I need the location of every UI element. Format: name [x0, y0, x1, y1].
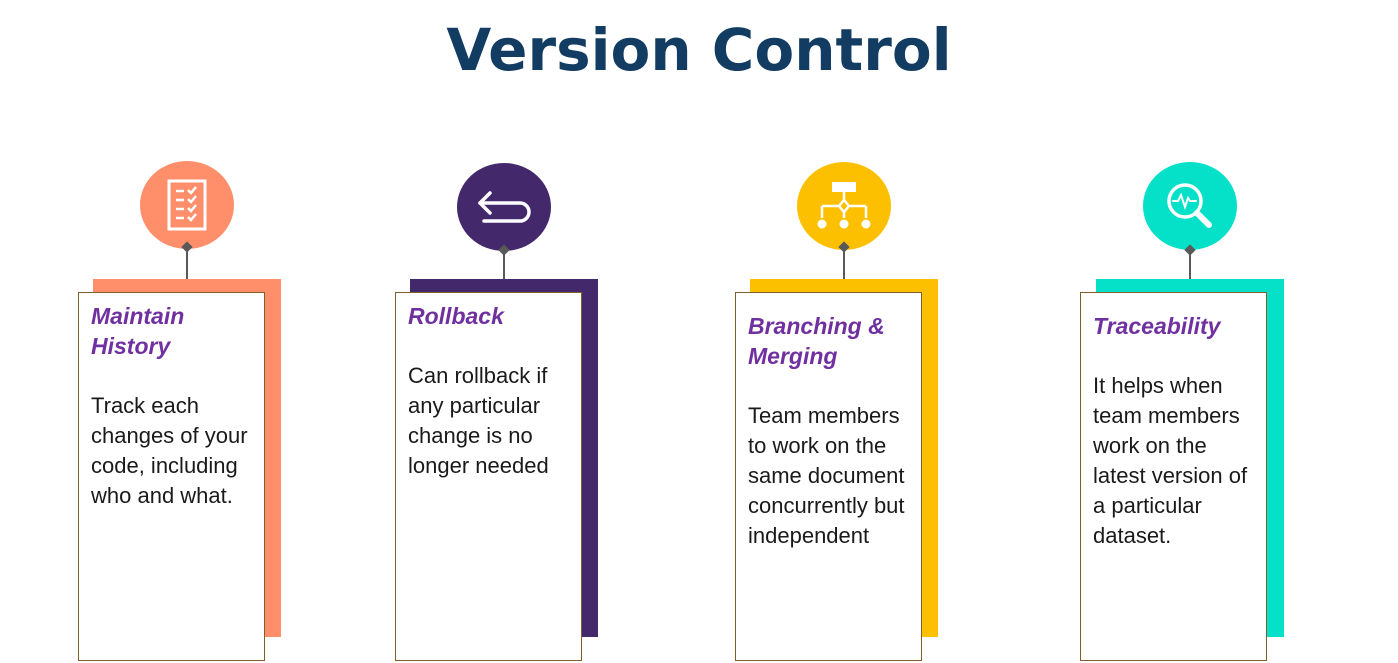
card-rollback: Rollback Can rollback if any particular … [395, 292, 582, 661]
card-heading: Traceability [1093, 313, 1221, 339]
card-1-icon-circle [140, 161, 234, 249]
card-body: Team members to work on the same documen… [748, 403, 905, 548]
card-maintain-history: Maintain History Track each changes of y… [78, 292, 265, 661]
card-heading: Branching & Merging [748, 313, 885, 369]
card-3-icon-circle [797, 162, 891, 250]
page-title: Version Control [446, 16, 952, 84]
card-heading: Maintain History [91, 303, 185, 359]
card-traceability: Traceability It helps when team members … [1080, 292, 1267, 661]
undo-arrow-icon [478, 191, 531, 223]
card-body: It helps when team members work on the l… [1093, 373, 1248, 548]
card-4-icon-circle [1143, 162, 1237, 250]
card-heading: Rollback [408, 303, 504, 329]
card-body: Can rollback if any particular change is… [408, 363, 549, 478]
checklist-icon [167, 179, 207, 231]
connector-line [1189, 250, 1191, 280]
hierarchy-icon [817, 182, 871, 229]
connector-line [843, 248, 845, 280]
card-branching-merging: Branching & Merging Team members to work… [735, 292, 922, 661]
connector-line [503, 250, 505, 280]
card-body: Track each changes of your code, includi… [91, 393, 248, 508]
card-2-icon-circle [457, 163, 551, 251]
connector-line [186, 248, 188, 280]
magnifier-pulse-icon [1167, 183, 1212, 228]
